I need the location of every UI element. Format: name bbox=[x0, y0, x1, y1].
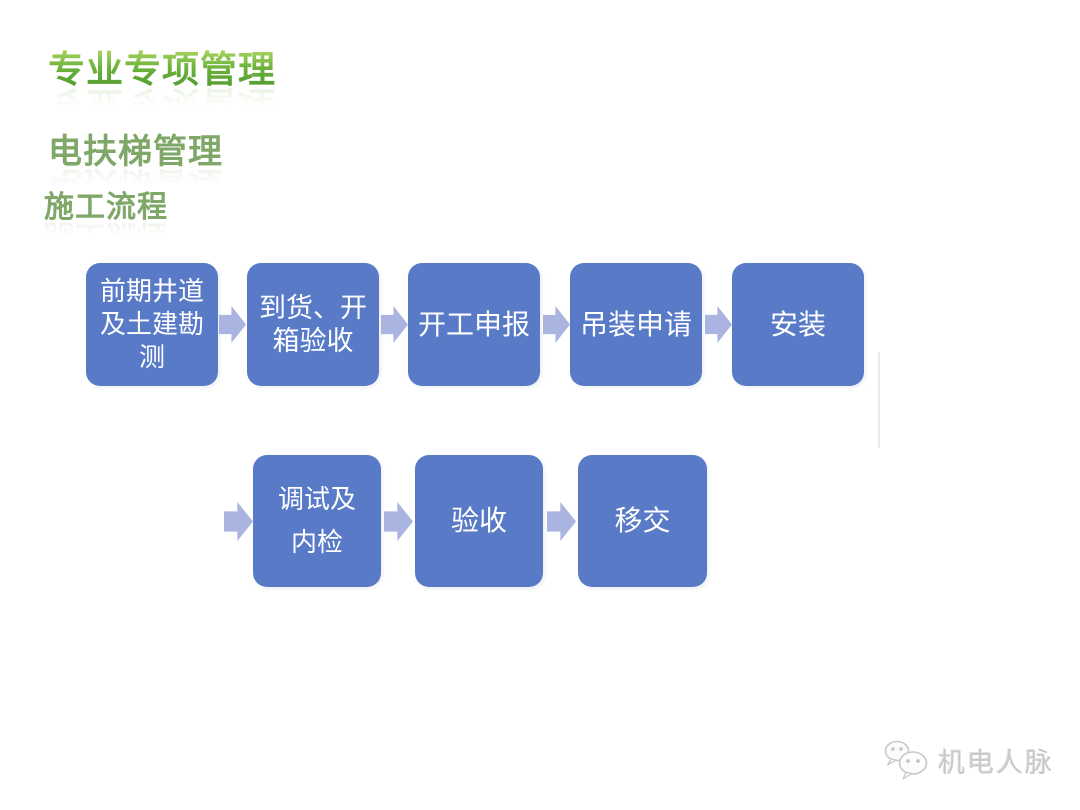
arrow-right-icon bbox=[705, 306, 732, 343]
flow-step-handover: 移交 bbox=[578, 455, 707, 587]
subtitle-text: 电扶梯管理 bbox=[48, 133, 223, 171]
flow-step-label: 安装 bbox=[769, 308, 826, 340]
arrow-right-icon bbox=[384, 502, 413, 541]
page-title: 专业专项管理 专业专项管理 bbox=[48, 49, 276, 125]
flow-step-label: 前期井道 及土建勘 测 bbox=[99, 276, 204, 372]
flow-step-label: 到货、开 箱验收 bbox=[259, 292, 367, 356]
arrow-right-icon bbox=[219, 306, 246, 343]
flow-step-label: 验收 bbox=[450, 505, 507, 536]
vertical-divider-line bbox=[878, 352, 880, 448]
flow-step-site-survey: 前期井道 及土建勘 测 bbox=[86, 263, 218, 386]
arrow-right-icon bbox=[543, 306, 570, 343]
arrow-right-icon bbox=[381, 306, 408, 343]
watermark-label: 机电人脉 bbox=[938, 747, 1054, 778]
flow-step-hoisting-application: 吊装申请 bbox=[570, 263, 702, 386]
section-label: 施工流程 施工流程 bbox=[44, 191, 168, 252]
flow-step-label: 调试及 内检 bbox=[277, 484, 356, 557]
subtitle: 电扶梯管理 电扶梯管理 bbox=[48, 133, 223, 203]
arrow-right-icon bbox=[547, 502, 576, 541]
flow-step-commencement-declaration: 开工申报 bbox=[408, 263, 540, 386]
watermark: 机电人脉 bbox=[884, 740, 1054, 780]
flow-step-arrival-unboxing-inspection: 到货、开 箱验收 bbox=[247, 263, 379, 386]
section-label-text: 施工流程 bbox=[44, 191, 168, 224]
flow-step-acceptance: 验收 bbox=[415, 455, 543, 587]
flow-step-installation: 安装 bbox=[732, 263, 864, 386]
flow-step-commissioning-internal-check: 调试及 内检 bbox=[253, 455, 381, 587]
flow-step-label: 移交 bbox=[614, 505, 671, 536]
section-label-reflection: 施工流程 bbox=[44, 218, 168, 252]
wechat-icon bbox=[884, 740, 928, 780]
flow-step-label: 吊装申请 bbox=[579, 308, 692, 340]
arrow-right-icon bbox=[224, 502, 253, 541]
flow-step-label: 开工申报 bbox=[417, 308, 530, 340]
page-title-text: 专业专项管理 bbox=[48, 49, 276, 90]
page-title-reflection: 专业专项管理 bbox=[48, 83, 276, 125]
